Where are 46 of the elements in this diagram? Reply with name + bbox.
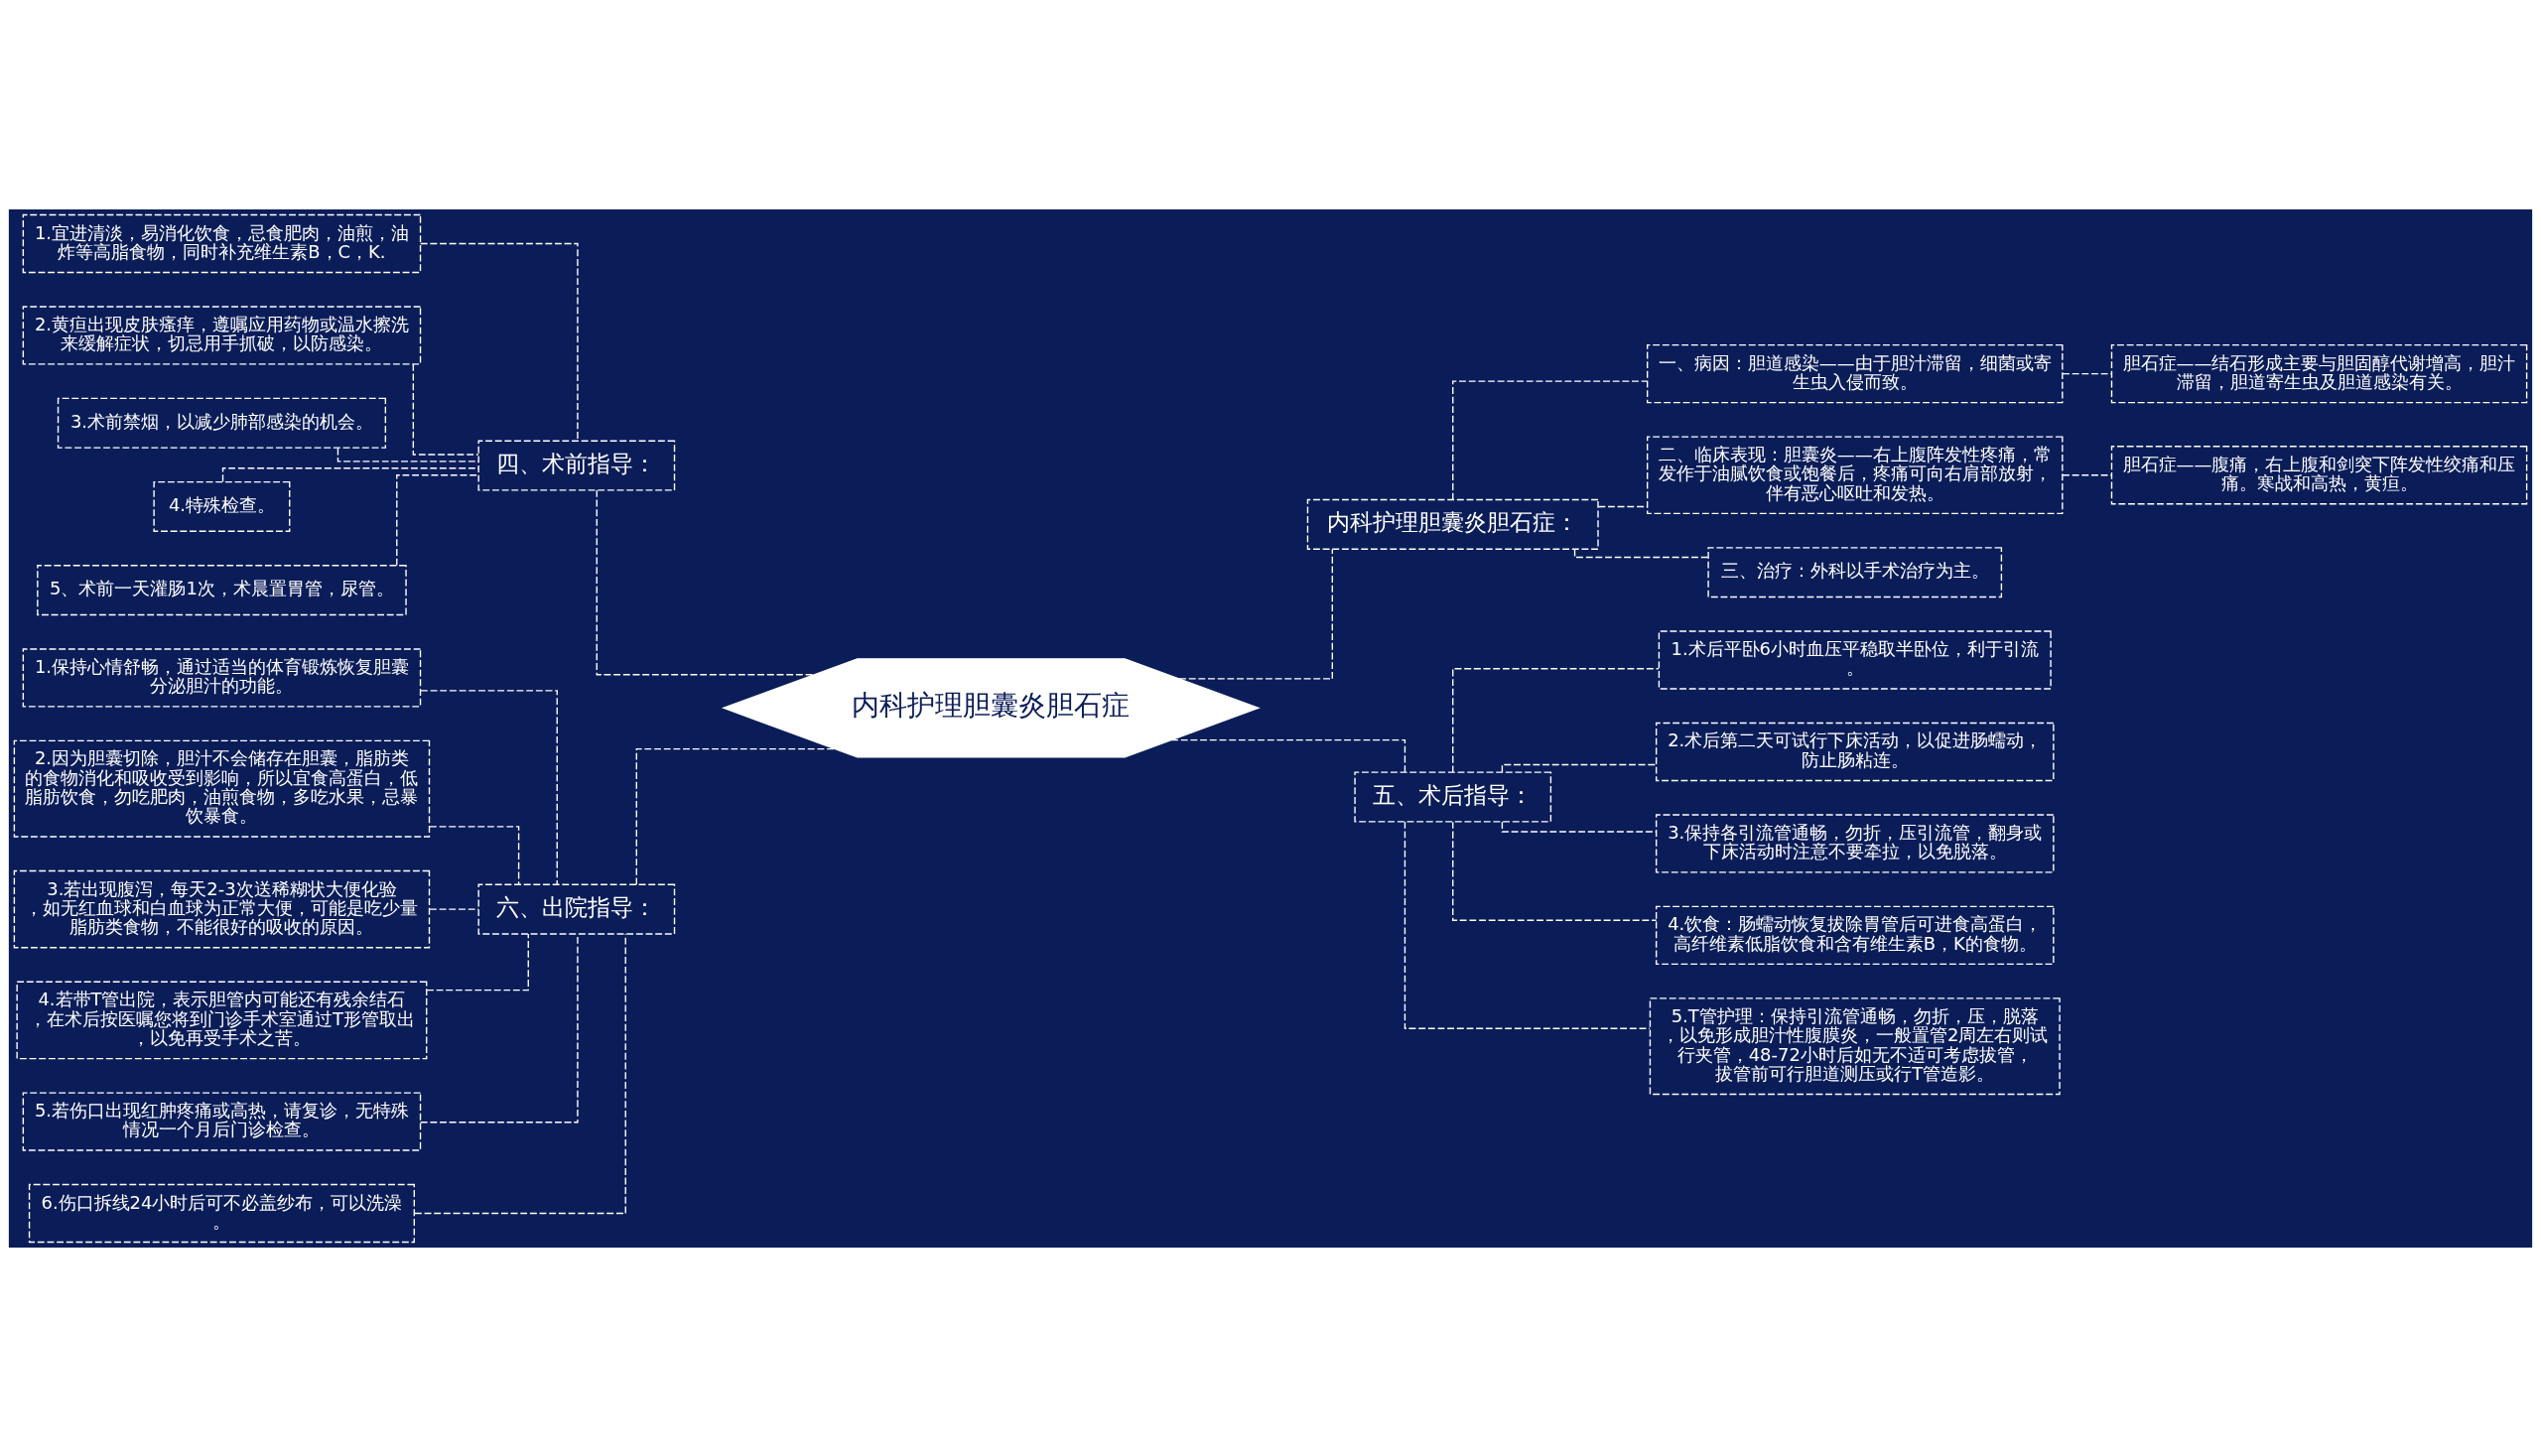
node-box: 3.保持各引流管通畅，勿折，压引流管，翻身或下床活动时注意不要牵拉，以免脱落。 [1655,813,2055,873]
connector [1501,763,1657,773]
connector [635,747,836,885]
connector [429,825,520,885]
node-box: 6.伤口拆线24小时后可不必盖纱布，可以洗澡。 [28,1183,415,1243]
connector [1452,380,1648,500]
node-box: 2.术后第二天可试行下床活动，以促进肠蠕动，防止肠粘连。 [1655,722,2055,781]
node-box: 3.术前禁烟，以减少肺部感染的机会。 [57,397,387,449]
connector [412,362,479,456]
node-box: 5.T管护理：保持引流管通畅，勿折，压，脱落，以免形成胆汁性腹膜炎，一般置管2周左右则试行夹管，48-72小时后如无不适可考虑拔管，拔管前可行胆道测压或行T管造影。 [1649,996,2061,1095]
node-box: 4.若带T管出院，表示胆管内可能还有残余结石，在术后按医嘱您将到门诊手术室通过T形管取出，以免再受手术之苦。 [16,981,428,1059]
node-box: 2.因为胆囊切除，胆汁不会储存在胆囊，脂肪类的食物消化和吸收受到影响，所以宜食高蛋白，低脂肪饮食，勿吃肥肉，油煎食物，多吃水果，忌暴饮暴食。 [13,739,431,838]
connector [2062,473,2113,475]
connector [420,689,558,885]
node-box: 5.若伤口出现红肿疼痛或高热，请复诊，无特殊情况一个月后门诊检查。 [22,1091,422,1151]
node-box: 1.保持心情舒畅，通过适当的体育锻炼恢复胆囊分泌胆汁的功能。 [22,647,422,708]
connector [429,907,479,910]
node-box: 2.黄疸出现皮肤瘙痒，遵嘱应用药物或温水擦洗来缓解症状，切忌用手抓破，以防感染。 [22,305,422,365]
connector [426,932,529,991]
node-box: 4.特殊检查。 [153,480,291,532]
node-box: 四、术前指导： [477,440,676,491]
node-box: 胆石症——腹痛，右上腹和剑突下阵发性绞痛和压痛。寒战和高热，黄疸。 [2110,445,2528,504]
node-box: 5、术前一天灌肠1次，术晨置胃管，尿管。 [37,564,407,615]
connector [596,488,815,675]
connector [1170,738,1406,772]
node-box: 1.术后平卧6小时血压平稳取半卧位，利于引流。 [1658,629,2052,690]
connector [1178,548,1333,680]
connector [396,473,479,566]
connector [419,242,579,442]
node-box: 一、病因：胆道感染——由于胆汁滞留，细菌或寄生虫入侵而致。 [1647,343,2064,403]
node-box: 1.宜进清淡，易消化饮食，忌食肥肉，油煎，油炸等高脂食物，同时补充维生素B，C，K. [22,213,422,273]
connector [1452,667,1660,773]
node-box: 内科护理胆囊炎胆石症： [1306,498,1599,550]
node-box: 五、术后指导： [1354,770,1552,823]
connector [1404,820,1651,1029]
connector [1452,820,1658,921]
node-box: 3.若出现腹泻，每天2-3次送稀糊状大便化验，如无红血球和白血球为正常大便，可能是吃少量脂肪类食物，不能很好的吸收的原因。 [13,869,431,948]
node-box: 4.饮食：肠蠕动恢复拔除胃管后可进食高蛋白，高纤维素低脂饮食和含有维生素B，K的食物。 [1655,905,2055,965]
node-box: 三、治疗：外科以手术治疗为主。 [1707,546,2003,597]
node-box: 六、出院指导： [477,883,676,935]
connector [419,933,579,1123]
node-box: 二、临床表现：胆囊炎——右上腹阵发性疼痛，常发作于油腻饮食或饱餐后，疼痛可向右肩部放射，伴有恶心呕吐和发热。 [1647,435,2064,514]
connector [414,933,626,1214]
connector [2062,372,2113,374]
node-box: 胆石症——结石形成主要与胆固醇代谢增高，胆汁滞留，胆道寄生虫及胆道感染有关。 [2110,343,2528,403]
connector [1573,548,1709,558]
